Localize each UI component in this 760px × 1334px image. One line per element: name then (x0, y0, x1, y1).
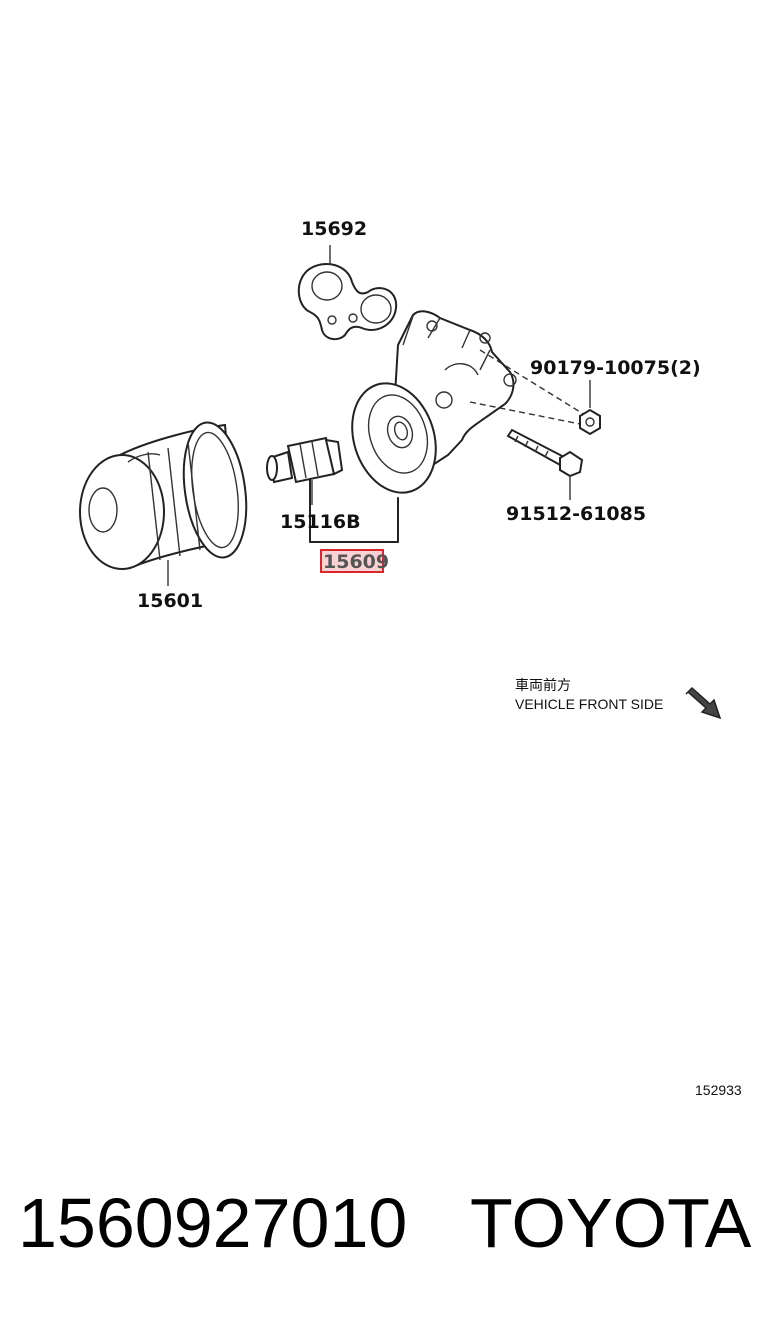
nut-drawing (469, 349, 601, 436)
gasket-drawing (297, 245, 398, 341)
sensor-label: 15116B (280, 511, 361, 533)
oil-filter-label: 15601 (137, 590, 203, 612)
footer-part-number: 1560927010 (18, 1184, 408, 1262)
oil-filter-drawing (79, 421, 248, 586)
footer-brand: TOYOTA (470, 1184, 752, 1262)
orientation-en: VEHICLE FRONT SIDE (515, 696, 663, 712)
highlight-box (320, 549, 384, 573)
bracket-label[interactable]: 15609 (323, 551, 389, 573)
bolt-drawing (506, 428, 584, 500)
orientation-jp: 車両前方 (515, 677, 571, 693)
front-direction-arrow-icon (685, 686, 722, 720)
bracket-drawing (309, 310, 517, 543)
gasket-label: 15692 (301, 218, 367, 240)
bolt-label: 91512-61085 (506, 503, 646, 525)
diagram-ref: 152933 (695, 1082, 742, 1098)
sensor-drawing (266, 436, 344, 505)
nut-label: 90179-10075(2) (530, 357, 701, 379)
